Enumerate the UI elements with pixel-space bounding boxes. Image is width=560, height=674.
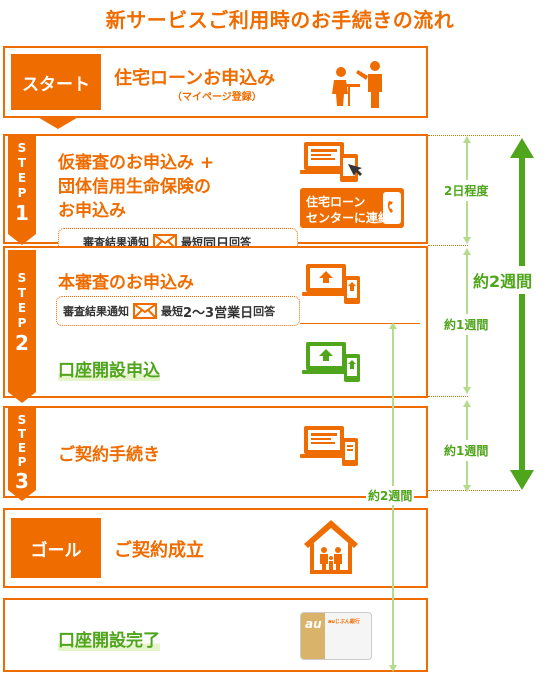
step2-letter: E [17, 301, 27, 315]
final-text-wrap: 口座開設完了 [58, 626, 160, 651]
duration-account: 約2週間 [366, 486, 415, 505]
mail-icon [133, 303, 157, 319]
step2-arrow [8, 392, 36, 403]
notice-post: 回答 [253, 305, 276, 318]
notice-post: 回答 [229, 236, 252, 249]
step2-letter: T [17, 286, 27, 300]
start-text: 住宅ローンお申込み [114, 68, 276, 89]
card-bank: auじぶん銀行 [328, 619, 360, 625]
page-title: 新サービスご利用時のお手続きの流れ [105, 8, 455, 32]
step1-line2: 団体信用生命保険の [58, 177, 211, 197]
step3-text: ご契約手続き [58, 445, 160, 465]
notice-label: 審査結果通知 [63, 305, 129, 318]
step3-letter: E [17, 441, 27, 455]
duration-step1: 2日程度 [444, 180, 489, 201]
guide-line [428, 490, 520, 491]
step1-line3: お申込み [58, 201, 126, 221]
step2-notice: 審査結果通知 最短 2～3営業日 回答 [56, 296, 300, 326]
step1-arrow [8, 234, 36, 245]
duration-step3: 約1週間 [444, 440, 489, 461]
start-arrow [36, 116, 80, 129]
notice-mid: 最短 [161, 305, 183, 318]
total-duration-arrow [510, 138, 534, 490]
step3-arrow [8, 490, 36, 501]
house-family-icon [304, 520, 358, 574]
step1-letter: E [17, 171, 27, 185]
step2-divider [300, 323, 420, 324]
account-apply-label: 口座開設申込 [58, 361, 160, 381]
notice-mid: 最短 [181, 236, 203, 249]
duration-total: 約2週間 [473, 266, 533, 294]
step1-letter: P [17, 186, 27, 200]
guide-line [428, 135, 520, 136]
step3-letter: S [17, 413, 27, 427]
step1-letter: S [17, 141, 27, 155]
step2-letter: P [17, 316, 27, 330]
final-text: 口座開設完了 [58, 631, 160, 651]
start-sub: （マイページ登録） [172, 92, 262, 103]
laptop-upload-green-icon [302, 342, 360, 382]
step2-line1: 本審査のお申込み [58, 273, 194, 293]
laptop-upload-icon [302, 264, 360, 304]
goal-label: ゴール [11, 518, 101, 578]
duration-step2: 約1週間 [444, 314, 489, 335]
account-apply-text: 口座開設申込 [58, 356, 160, 381]
loan-center-badge-line2: センターに連絡 [306, 211, 391, 225]
start-label: スタート [11, 54, 101, 110]
step3-number: 3 [15, 469, 29, 493]
step1-number: 1 [15, 201, 29, 225]
notice-bold: 2～3営業日 [183, 305, 254, 321]
guide-line [428, 396, 468, 397]
card-brand: au [305, 617, 322, 631]
step2-bar: S T E P 2 [8, 250, 36, 392]
step2-letter: S [17, 271, 27, 285]
step3-bar: S T E P 3 [8, 406, 36, 493]
step1-bar: S T E P 1 [8, 134, 36, 234]
phone-call-icon [383, 192, 401, 224]
guide-line [428, 245, 468, 246]
loan-center-badge-line1: 住宅ローン [306, 195, 366, 209]
step2-number: 2 [15, 331, 29, 355]
laptop-document-icon [300, 426, 358, 466]
step1-line1: 仮審査のお申込み + [58, 153, 215, 173]
people-meeting-icon [332, 61, 382, 108]
step3-letter: P [17, 455, 27, 469]
goal-text: ご契約成立 [114, 540, 204, 561]
step3-letter: T [17, 427, 27, 441]
notice-label: 審査結果通知 [83, 236, 149, 249]
au-card: au auじぶん銀行 [300, 612, 372, 660]
laptop-phone-icon [300, 142, 362, 182]
step1-letter: T [17, 156, 27, 170]
